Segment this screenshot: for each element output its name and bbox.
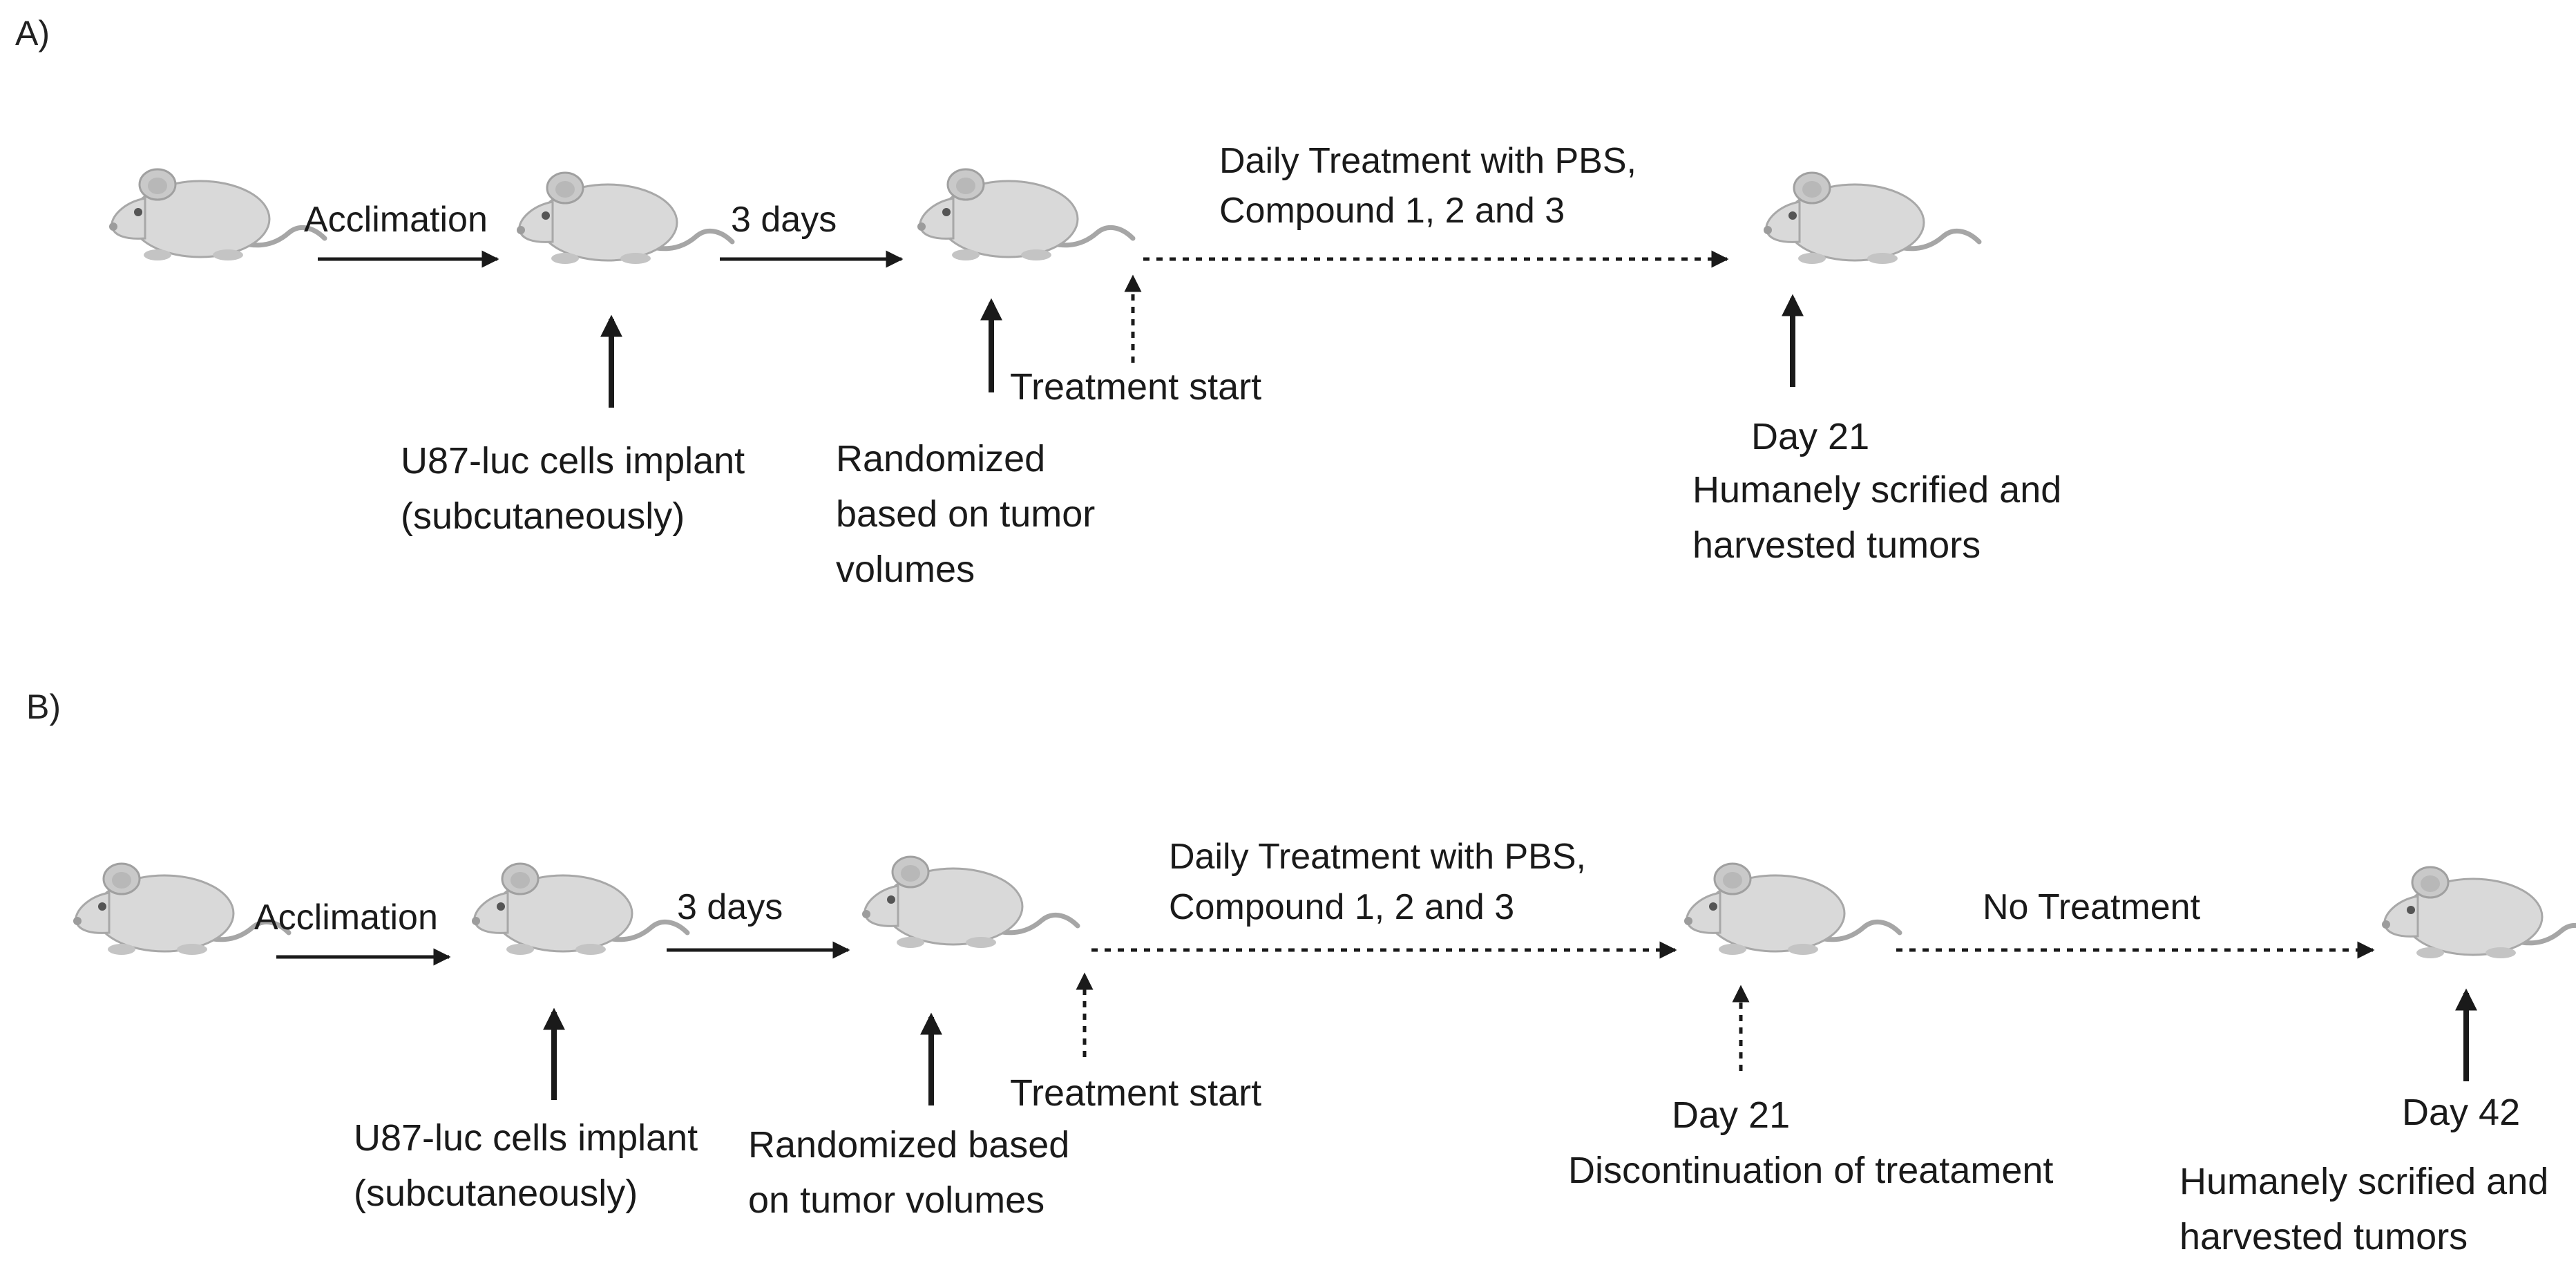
randomized-note-line2: on tumor volumes: [748, 1179, 1044, 1221]
panel-b: B) Acclimation 3 days Daily Treatment wi…: [26, 687, 2576, 1257]
panel-b-label: B): [26, 687, 61, 726]
mouse-icon: [517, 173, 732, 264]
randomized-note-line2: based on tumor: [836, 493, 1095, 535]
mouse-icon: [472, 864, 687, 955]
mouse-icon: [109, 169, 325, 260]
day42-note: Day 42: [2402, 1092, 2520, 1133]
treatment-label-line2: Compound 1, 2 and 3: [1169, 887, 1514, 927]
discontinuation-note: Discontinuation of treatament: [1568, 1150, 2053, 1191]
panel-a: A) Acclimation 3 days Daily Treatment wi…: [15, 14, 2061, 590]
treatment-start-note: Treatment start: [1010, 1072, 1261, 1114]
acclimation-label: Acclimation: [254, 898, 438, 938]
day21-note: Day 21: [1672, 1094, 1790, 1136]
three-days-label: 3 days: [677, 887, 783, 927]
end-note-line1: Humanely scrified and: [2179, 1161, 2548, 1202]
treatment-label-line1: Daily Treatment with PBS,: [1169, 837, 1586, 877]
no-treatment-label: No Treatment: [1983, 887, 2201, 927]
three-days-label: 3 days: [731, 200, 837, 240]
end-note-line1: Humanely scrified and: [1692, 469, 2061, 511]
implant-note-line1: U87-luc cells implant: [354, 1117, 698, 1159]
end-note-line2: harvested tumors: [2179, 1216, 2468, 1257]
day21-note: Day 21: [1751, 416, 1869, 457]
mouse-icon: [1764, 173, 1979, 264]
randomized-note-line1: Randomized based: [748, 1124, 1069, 1166]
acclimation-label: Acclimation: [304, 200, 488, 240]
mouse-icon: [917, 169, 1133, 260]
mouse-icon: [862, 857, 1078, 948]
mouse-icon: [2382, 867, 2576, 958]
implant-note-line2: (subcutaneously): [401, 495, 685, 537]
randomized-note-line1: Randomized: [836, 438, 1045, 480]
mouse-icon: [1684, 864, 1900, 955]
end-note-line2: harvested tumors: [1692, 524, 1981, 566]
treatment-label-line1: Daily Treatment with PBS,: [1219, 141, 1637, 181]
implant-note-line2: (subcutaneously): [354, 1173, 638, 1214]
treatment-start-note: Treatment start: [1010, 366, 1261, 408]
panel-a-label: A): [15, 14, 50, 53]
treatment-label-line2: Compound 1, 2 and 3: [1219, 191, 1565, 231]
randomized-note-line3: volumes: [836, 549, 975, 590]
implant-note-line1: U87-luc cells implant: [401, 440, 745, 482]
